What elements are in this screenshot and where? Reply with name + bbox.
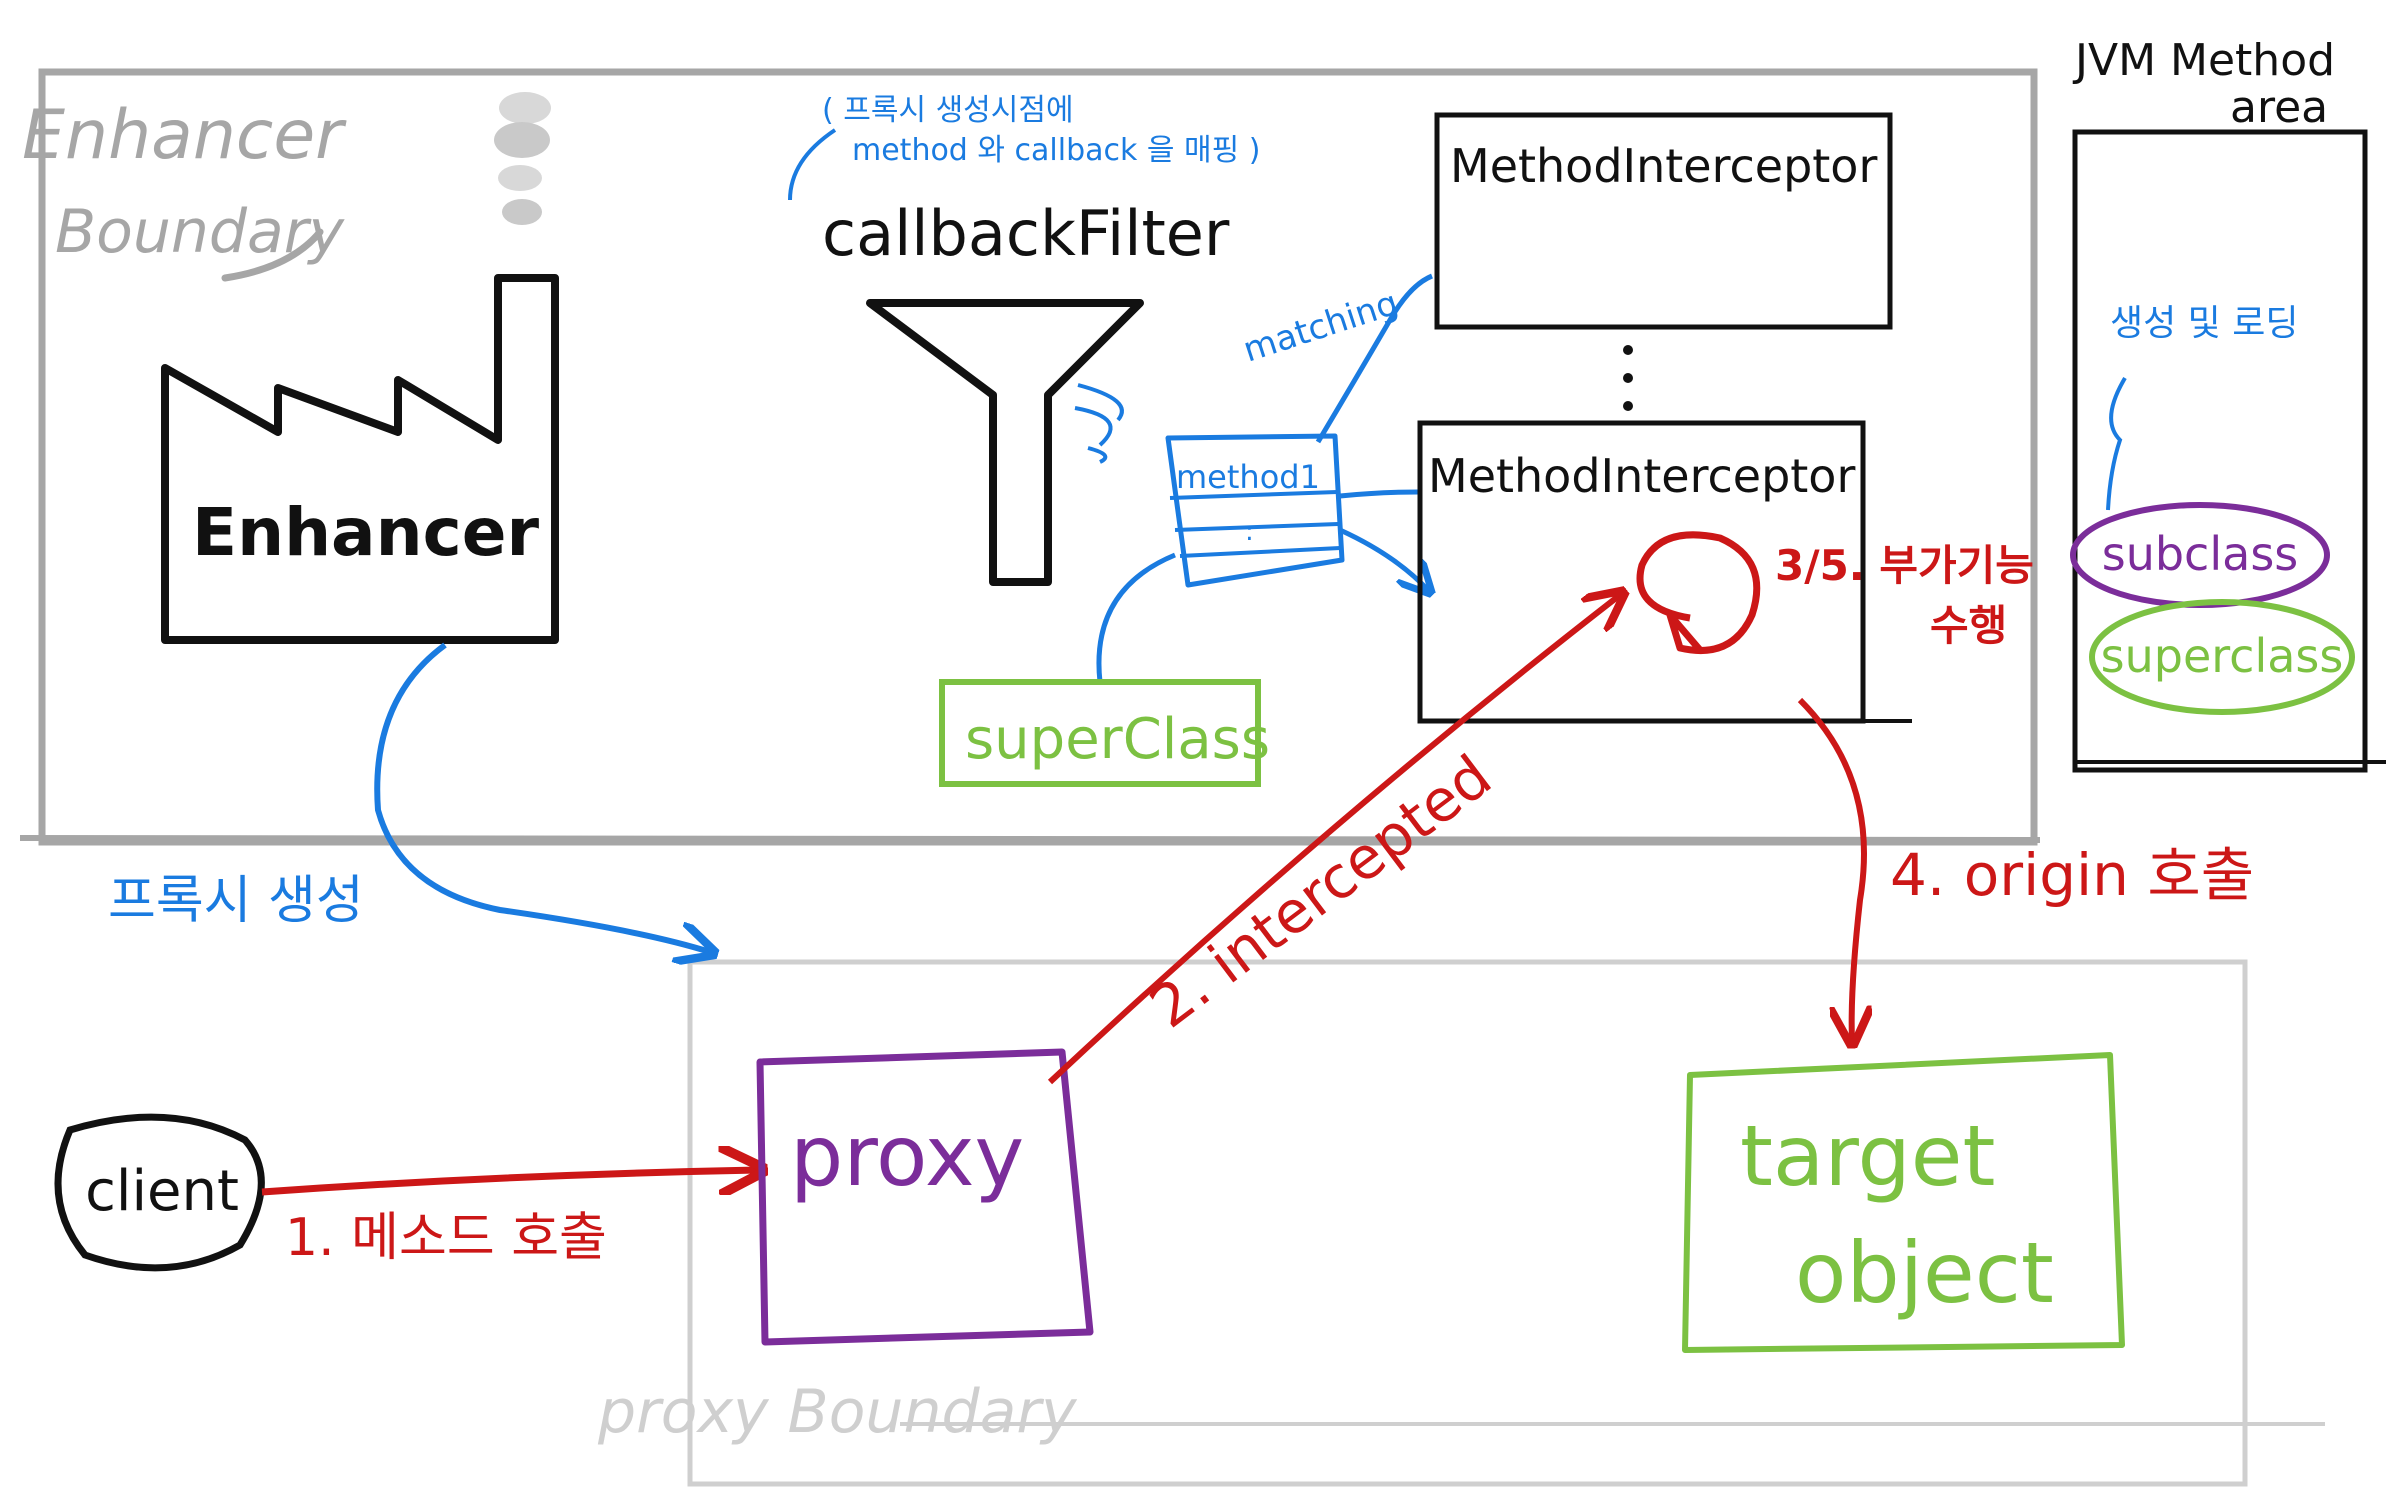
svg-text::: : xyxy=(1245,517,1254,547)
step-3-5-line-1: 3/5. 부가기능 xyxy=(1775,541,2034,590)
proxy-boundary: proxy Boundary xyxy=(597,959,2325,1487)
callback-filter-note-1: ( 프록시 생성시점에 xyxy=(822,93,1074,128)
proxy-label: proxy xyxy=(790,1107,1024,1205)
superclass-bubble: superclass xyxy=(2089,599,2355,715)
enhancer-boundary: Enhancer Boundary xyxy=(19,68,2041,846)
enhancer-factory: Enhancer xyxy=(161,92,559,644)
method-interceptor-top-label: MethodInterceptor xyxy=(1450,139,1877,193)
superclass-bubble-label: superclass xyxy=(2101,629,2344,683)
method-interceptor-bottom-label: MethodInterceptor xyxy=(1428,449,1855,503)
step-2-arrow xyxy=(1047,595,1620,1085)
step-1-label: 1. 메소드 호출 xyxy=(285,1208,607,1268)
smoke-icon xyxy=(494,92,551,225)
jvm-method-area: JVM Method area 생성 및 로딩 subclass supercl… xyxy=(2070,35,2386,773)
loading-connector xyxy=(2106,376,2127,511)
matching-label: matching xyxy=(1238,283,1403,371)
jvm-area-title-1: JVM Method xyxy=(2072,35,2335,86)
client-label: client xyxy=(85,1159,239,1224)
enhancer-label: Enhancer xyxy=(192,494,539,571)
target-label-line-2: object xyxy=(1795,1224,2054,1322)
create-proxy-arrow xyxy=(374,642,710,952)
enhancer-boundary-title-1: Enhancer xyxy=(22,96,347,175)
proxy-boundary-title: proxy Boundary xyxy=(597,1377,1078,1447)
target-label-line-1: target xyxy=(1740,1107,1995,1205)
callback-filter-note-2: method 와 callback 을 매핑 ) xyxy=(852,133,1260,168)
create-proxy-label: 프록시 생성 xyxy=(108,871,364,931)
superclass-box: superClass xyxy=(939,679,1270,787)
jvm-area-title-2: area xyxy=(2230,82,2328,133)
callback-filter-label: callbackFilter xyxy=(822,197,1230,270)
method-list: method1 : xyxy=(1165,433,1345,588)
superclass-label: superClass xyxy=(965,707,1270,772)
matching-connector xyxy=(1315,273,1434,444)
superclass-connector xyxy=(1096,552,1176,683)
method-to-interceptor-connector xyxy=(1338,489,1428,590)
callback-filter: ( 프록시 생성시점에 method 와 callback 을 매핑 ) cal… xyxy=(788,93,1260,586)
ellipsis-icon xyxy=(1623,345,1633,411)
target-object-node: target object xyxy=(1682,1052,2125,1353)
step-3-5-line-2: 수행 xyxy=(1930,601,2007,650)
loading-note: 생성 및 로딩 xyxy=(2110,303,2299,344)
method-interceptor-top: MethodInterceptor xyxy=(1434,112,1893,330)
client-node: client xyxy=(54,1113,265,1272)
enhancer-boundary-title-2: Boundary xyxy=(55,197,345,267)
proxy-node: proxy xyxy=(756,1048,1094,1346)
step-1-arrow xyxy=(261,1170,758,1196)
step-4-label: 4. origin 호출 xyxy=(1890,841,2254,909)
advice-loop-icon xyxy=(1636,531,1761,655)
step-4-arrow xyxy=(1797,697,1864,1040)
subclass-label: subclass xyxy=(2102,527,2299,581)
subclass-bubble: subclass xyxy=(2070,502,2330,608)
method-interceptor-bottom: MethodInterceptor xyxy=(1417,420,1912,724)
method-list-item-1: method1 xyxy=(1176,458,1320,496)
funnel-icon xyxy=(866,299,1144,586)
